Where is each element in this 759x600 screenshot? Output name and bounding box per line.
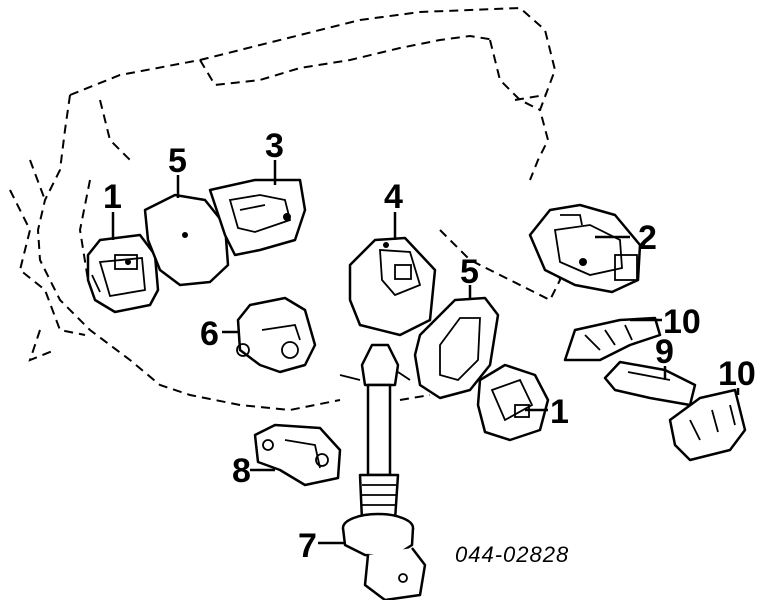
- insulator-left: [143, 193, 230, 287]
- callout-5-mid: 5: [460, 253, 479, 291]
- callout-1-mid: 1: [550, 393, 569, 431]
- mount-bracket-6: [236, 296, 317, 374]
- damper-strut: [339, 343, 427, 600]
- bracket-upper: [208, 178, 307, 257]
- callout-4: 4: [384, 178, 403, 216]
- engine-mount-2: [528, 203, 642, 294]
- diagram-code: 044-02828: [455, 542, 569, 567]
- callout-9: 9: [655, 333, 674, 371]
- engine-outline: [9, 6, 562, 412]
- callout-3: 3: [265, 127, 284, 165]
- callout-7: 7: [298, 527, 317, 565]
- heat-shield-right: [668, 388, 747, 462]
- callout-2: 2: [638, 219, 657, 257]
- bracket-lower-8: [253, 423, 342, 487]
- engine-mount-left: [86, 233, 160, 314]
- heat-shield-upper: [563, 316, 662, 362]
- mount-bracket-4: [348, 236, 437, 337]
- callout-5-left: 5: [168, 142, 187, 180]
- callout-6: 6: [200, 315, 219, 353]
- callout-10-top: 10: [663, 303, 701, 341]
- callout-labels: 1 5 3 4 2 5 6 10 9 10 1 8 7 044-02828: [103, 127, 756, 567]
- engine-mount-mid: [476, 363, 550, 442]
- callout-10-right: 10: [718, 355, 756, 393]
- shim-plate: [603, 360, 697, 407]
- callout-8: 8: [232, 452, 251, 490]
- callout-1-left: 1: [103, 178, 122, 216]
- leader-lines: [111, 160, 740, 545]
